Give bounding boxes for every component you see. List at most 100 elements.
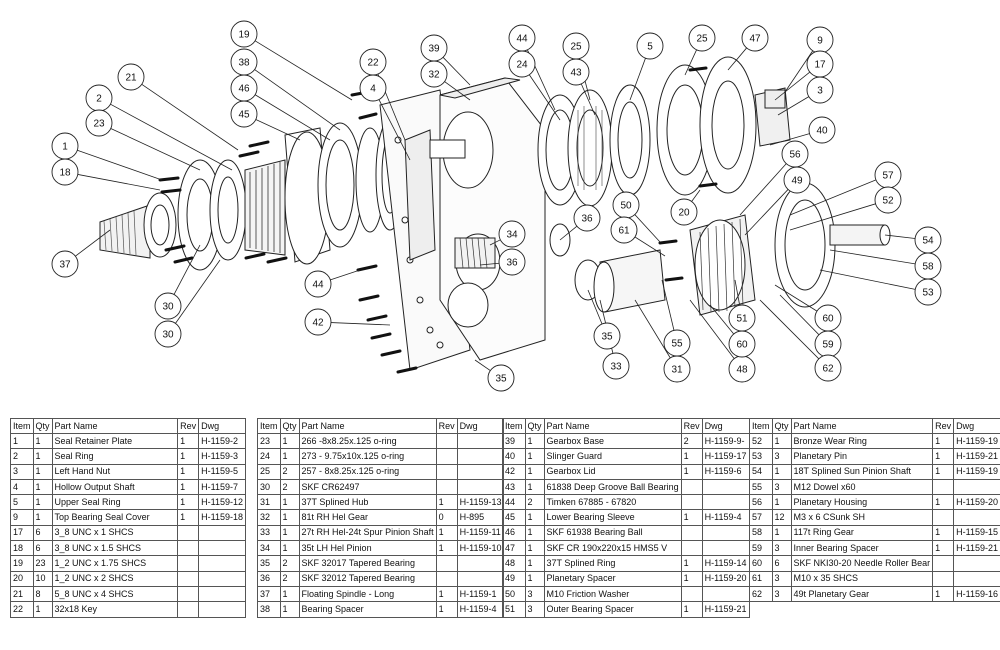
cell-item: 19 [10, 555, 34, 572]
cell-qty: 1 [771, 463, 792, 480]
balloon-callout: 40 [808, 116, 836, 144]
col-part-name: Part Name [298, 418, 437, 434]
cell-rev [680, 540, 703, 557]
cell-rev: 1 [435, 540, 458, 557]
leader-line [691, 189, 701, 202]
cell-part-name: 37T Splined Ring [543, 555, 682, 572]
leader-line [110, 128, 201, 171]
col-item: Item [749, 418, 773, 434]
balloon-number: 30 [162, 330, 174, 341]
balloon-callout: 36 [498, 248, 526, 276]
balloon-number: 52 [882, 196, 894, 207]
col-rev: Rev [435, 418, 458, 434]
cell-dwg: H-1159-14 [701, 555, 750, 572]
balloon-circle [610, 216, 638, 244]
leader-line [474, 359, 491, 371]
cell-item: 52 [749, 432, 773, 450]
balloon-circle [230, 100, 258, 128]
cell-dwg [456, 570, 505, 587]
cell-part-name: SKF CR62497 [298, 478, 437, 496]
cell-rev: 1 [932, 432, 955, 450]
cell-part-name: 1_2 UNC x 2 SHCS [51, 570, 179, 587]
balloon-callout: 50 [612, 191, 640, 219]
leader-line [330, 269, 361, 281]
balloon-number: 3 [817, 86, 823, 97]
balloon-number: 49 [791, 176, 803, 187]
cell-rev [435, 448, 458, 465]
cell-dwg: H-1159-15 [953, 524, 1000, 542]
leader-line [739, 163, 787, 216]
balloon-circle [728, 330, 756, 358]
cell-qty: 10 [32, 570, 53, 587]
balloon-number: 42 [312, 318, 324, 329]
leader-line [77, 174, 161, 191]
balloon-number: 21 [125, 73, 137, 84]
balloon-number: 9 [817, 36, 823, 47]
cell-part-name: 32x18 Key [51, 601, 179, 618]
cell-part-name: 61838 Deep Groove Ball Bearing [543, 478, 682, 496]
cell-qty: 1 [32, 601, 53, 618]
cell-dwg: H-1159-2 [198, 432, 246, 450]
balloon-callout: 44 [508, 24, 536, 52]
cell-dwg: H-1159-10 [456, 540, 505, 557]
cell-dwg: H-1159-21 [701, 601, 750, 618]
balloon-circle [874, 186, 902, 214]
cell-part-name: Slinger Guard [543, 448, 682, 465]
cell-item: 49 [502, 570, 526, 587]
balloon-circle [914, 278, 942, 306]
cell-item: 33 [257, 524, 281, 542]
cell-dwg: H-1159-18 [198, 509, 246, 526]
cell-rev [435, 570, 458, 587]
col-dwg: Dwg [701, 418, 750, 434]
leader-line [684, 49, 697, 76]
leader-line [110, 103, 233, 171]
cell-part-name: Seal Retainer Plate [51, 432, 179, 450]
cell-qty: 1 [32, 448, 53, 465]
cell-part-name: SKF 32017 Tapered Bearing [298, 555, 437, 572]
leader-line [580, 83, 596, 116]
cell-dwg [701, 494, 750, 511]
cell-item: 31 [257, 494, 281, 511]
balloon-circle [602, 352, 630, 380]
cell-part-name: 18T Splined Sun Pinion Shaft [790, 463, 934, 480]
balloon-circle [487, 364, 515, 392]
balloon-circle [359, 74, 387, 102]
cell-part-name: 273 - 9.75x10x.125 o-ring [298, 448, 437, 465]
cell-qty: 3 [524, 601, 545, 618]
balloon-number: 20 [678, 208, 690, 219]
balloon-callout: 25 [562, 32, 590, 60]
cell-dwg [953, 478, 1000, 496]
cell-part-name: SKF CR 190x220x15 HMS5 V [543, 540, 682, 557]
balloon-number: 17 [814, 60, 826, 71]
cell-rev [932, 478, 955, 496]
cell-dwg: H-1159-6 [701, 463, 750, 480]
leader-line [330, 322, 391, 326]
cell-rev: 1 [932, 448, 955, 465]
cell-item: 59 [749, 540, 773, 557]
cell-rev: 1 [177, 463, 200, 480]
balloon-number: 60 [736, 340, 748, 351]
cell-qty: 1 [771, 432, 792, 450]
cell-part-name: Top Bearing Seal Cover [51, 509, 179, 526]
cell-item: 45 [502, 509, 526, 526]
balloon-callout: 37 [51, 250, 79, 278]
cell-part-name: Inner Bearing Spacer [790, 540, 934, 557]
cell-part-name: Lower Bearing Sleeve [543, 509, 682, 526]
cell-item: 56 [749, 494, 773, 511]
cell-part-name: M10 x 35 SHCS [790, 570, 934, 587]
cell-dwg [198, 540, 246, 557]
cell-rev: 1 [177, 509, 200, 526]
cell-dwg: H-1159-20 [953, 494, 1000, 511]
cell-qty: 1 [32, 509, 53, 526]
cell-item: 47 [502, 540, 526, 557]
cell-item: 25 [257, 463, 281, 480]
cell-dwg: H-1159-13 [456, 494, 505, 511]
